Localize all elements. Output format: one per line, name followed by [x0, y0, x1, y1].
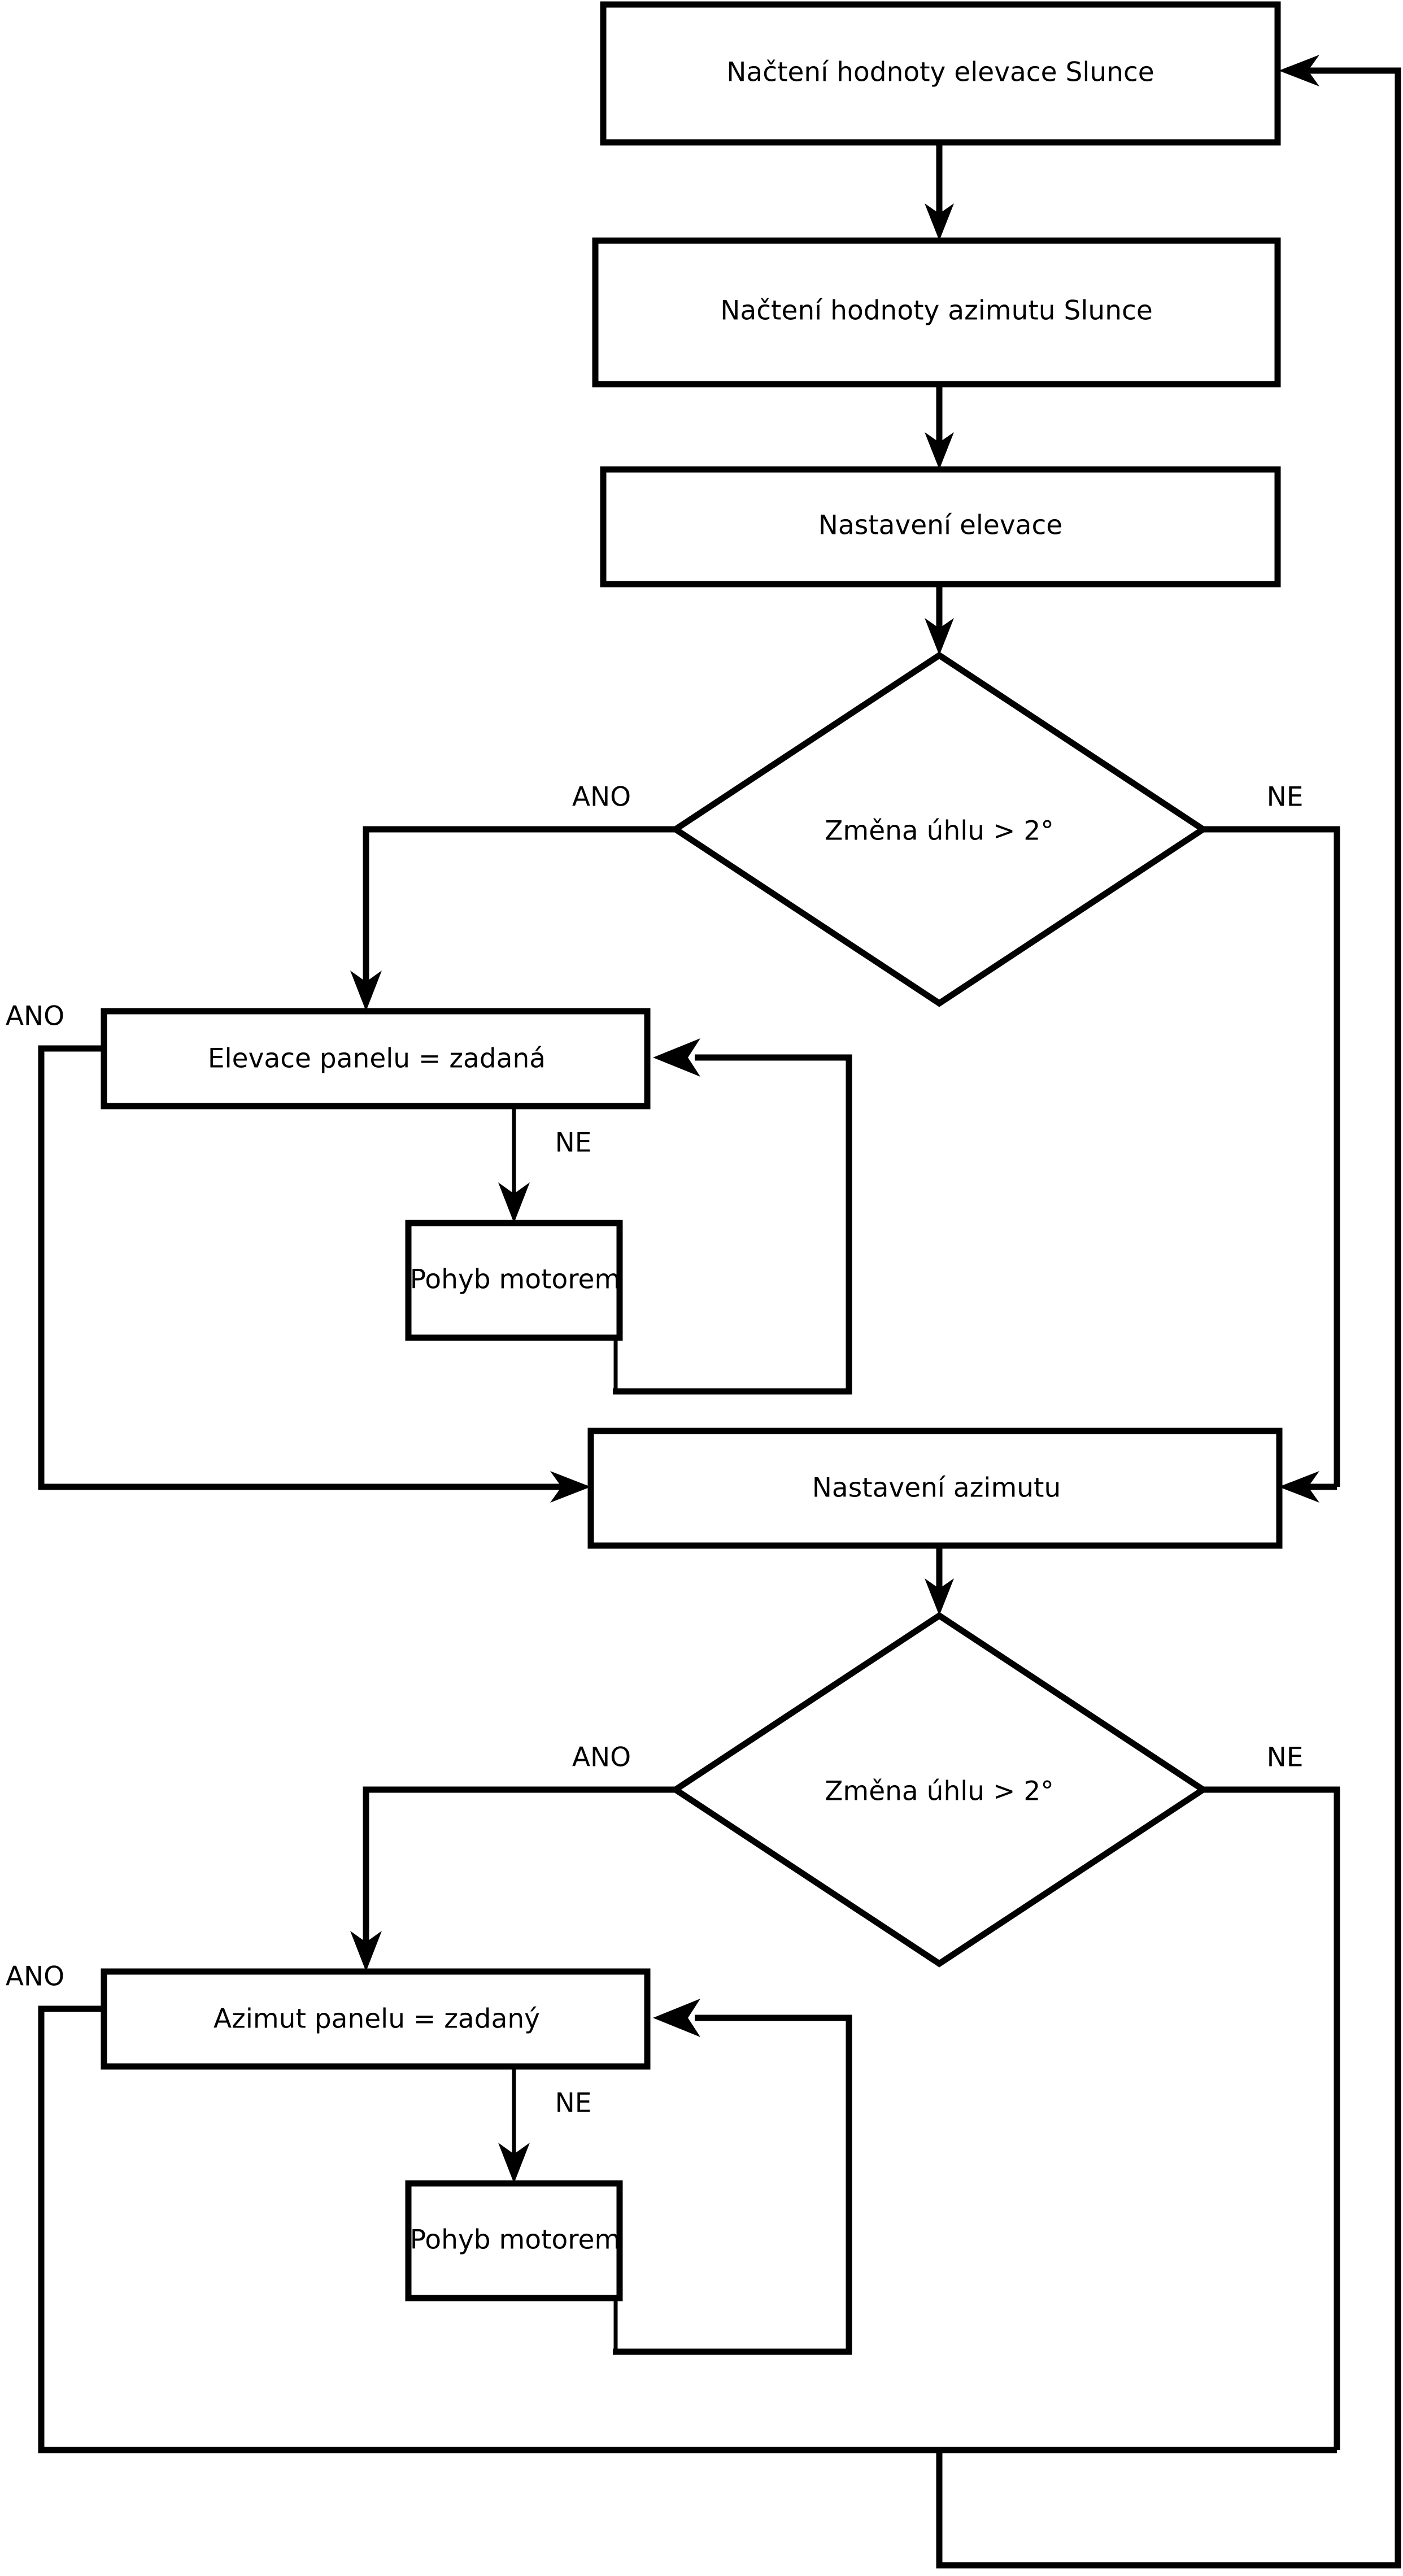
- node-read-azimuth-label: Načtení hodnoty azimutu Slunce: [720, 295, 1153, 327]
- edge-label-panel-azim-no: NE: [555, 2088, 592, 2119]
- node-motor-move-2[interactable]: Pohyb motorem: [405, 2180, 623, 2301]
- node-decision-azimuth[interactable]: Změna úhlu > 2°: [670, 1612, 1209, 1968]
- node-decision-elevation-label: Změna úhlu > 2°: [825, 816, 1054, 847]
- node-decision-azimuth-label: Změna úhlu > 2°: [825, 1776, 1054, 1807]
- edge-bottom-return-to-start: [936, 55, 1401, 2569]
- node-set-elevation-label: Nastavení elevace: [818, 510, 1062, 541]
- node-read-elevation-label: Načtení hodnoty elevace Slunce: [726, 57, 1154, 88]
- edge-decision-elev-no: [1203, 826, 1340, 1503]
- node-set-elevation[interactable]: Nastavení elevace: [600, 466, 1281, 588]
- edge-decision-elev-yes: [350, 826, 676, 1011]
- edge-label-decision-elev-no: NE: [1267, 782, 1304, 813]
- edge-panel-elev-eq-no: [498, 1106, 530, 1223]
- edge-decision-azim-no: [1203, 1786, 1340, 2450]
- edge-read-elevation-to-read-azimuth: [925, 142, 954, 241]
- edge-panel-azim-eq-no: [498, 2066, 530, 2183]
- node-panel-elevation-equals-label: Elevace panelu = zadaná: [208, 1043, 546, 1074]
- edge-decision-azim-yes: [350, 1786, 676, 1972]
- node-motor-move-1[interactable]: Pohyb motorem: [405, 1220, 623, 1341]
- node-set-azimuth[interactable]: Nastavení azimutu: [587, 1428, 1283, 1549]
- edge-motor-move-2-loop: [613, 1999, 852, 2355]
- node-motor-move-1-label: Pohyb motorem: [410, 1264, 621, 1295]
- edge-motor-move-1-loop: [613, 1038, 852, 1395]
- edge-label-decision-azim-no: NE: [1267, 1742, 1304, 1773]
- edge-read-azimuth-to-set-elevation: [925, 384, 954, 469]
- node-motor-move-2-label: Pohyb motorem: [410, 2225, 621, 2256]
- edge-label-panel-azim-yes: ANO: [6, 1961, 64, 1992]
- edge-set-azimuth-to-decision-azim: [925, 1546, 954, 1616]
- node-panel-elevation-equals[interactable]: Elevace panelu = zadaná: [101, 1008, 651, 1109]
- node-panel-azimuth-equals[interactable]: Azimut panelu = zadaný: [101, 1968, 651, 2070]
- node-set-azimuth-label: Nastavení azimutu: [812, 1473, 1061, 1504]
- edge-panel-azim-eq-yes: [38, 2005, 1337, 2453]
- edge-label-panel-elev-no: NE: [555, 1128, 592, 1159]
- node-panel-azimuth-equals-label: Azimut panelu = zadaný: [213, 2004, 540, 2035]
- node-read-azimuth[interactable]: Načtení hodnoty azimutu Slunce: [592, 237, 1281, 388]
- edge-set-elevation-to-decision-elev: [925, 584, 954, 655]
- node-decision-elevation[interactable]: Změna úhlu > 2°: [670, 651, 1209, 1007]
- edge-label-panel-elev-yes: ANO: [6, 1001, 64, 1032]
- edge-label-decision-elev-yes: ANO: [572, 782, 631, 813]
- edge-panel-elev-eq-yes: [38, 1045, 591, 1503]
- edge-label-decision-azim-yes: ANO: [572, 1742, 631, 1773]
- node-read-elevation[interactable]: Načtení hodnoty elevace Slunce: [600, 1, 1281, 146]
